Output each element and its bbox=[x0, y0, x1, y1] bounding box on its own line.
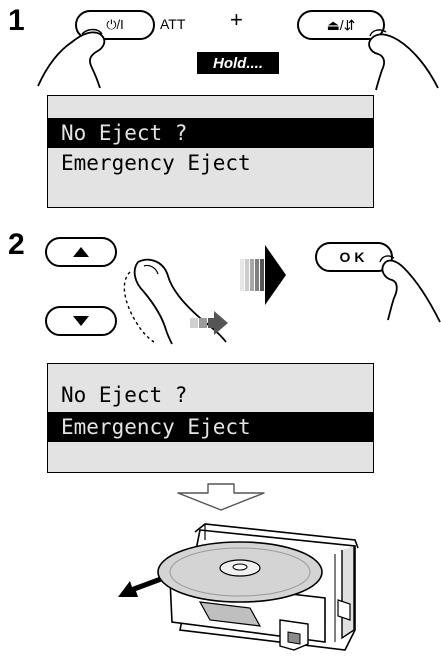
triangle-down-icon bbox=[73, 316, 89, 326]
lcd-display-step1: No Eject ? Emergency Eject bbox=[47, 95, 374, 208]
step-number-1: 1 bbox=[8, 4, 25, 37]
ok-button-label: OK bbox=[339, 249, 369, 265]
finger-icon bbox=[37, 28, 106, 89]
power-button-label: ⏻/I bbox=[106, 17, 124, 32]
triangle-up-icon bbox=[73, 247, 89, 257]
down-button[interactable] bbox=[45, 306, 117, 336]
lcd-line-no-eject: No Eject ? bbox=[48, 118, 373, 148]
hold-label: Hold.... bbox=[197, 52, 279, 74]
eject-direction-arrow-icon bbox=[118, 577, 163, 597]
next-arrow-icon bbox=[240, 245, 286, 305]
car-stereo-illustration bbox=[157, 523, 359, 651]
down-arrow-icon bbox=[177, 483, 265, 511]
slide-arrow-icon bbox=[190, 311, 228, 335]
eject-button-label: ⏏/⇵ bbox=[326, 16, 356, 33]
plus-sign: + bbox=[230, 7, 243, 32]
step-number-2: 2 bbox=[8, 228, 25, 261]
finger-icon bbox=[379, 255, 441, 323]
att-label: ATT bbox=[160, 16, 186, 32]
up-button[interactable] bbox=[45, 237, 117, 267]
lcd-display-step2: No Eject ? Emergency Eject bbox=[47, 363, 374, 473]
lcd-line-no-eject: No Eject ? bbox=[61, 383, 188, 407]
lcd-line-emergency-eject: Emergency Eject bbox=[61, 151, 251, 175]
finger-icon bbox=[368, 29, 439, 91]
lcd-line-emergency-eject: Emergency Eject bbox=[48, 412, 373, 442]
